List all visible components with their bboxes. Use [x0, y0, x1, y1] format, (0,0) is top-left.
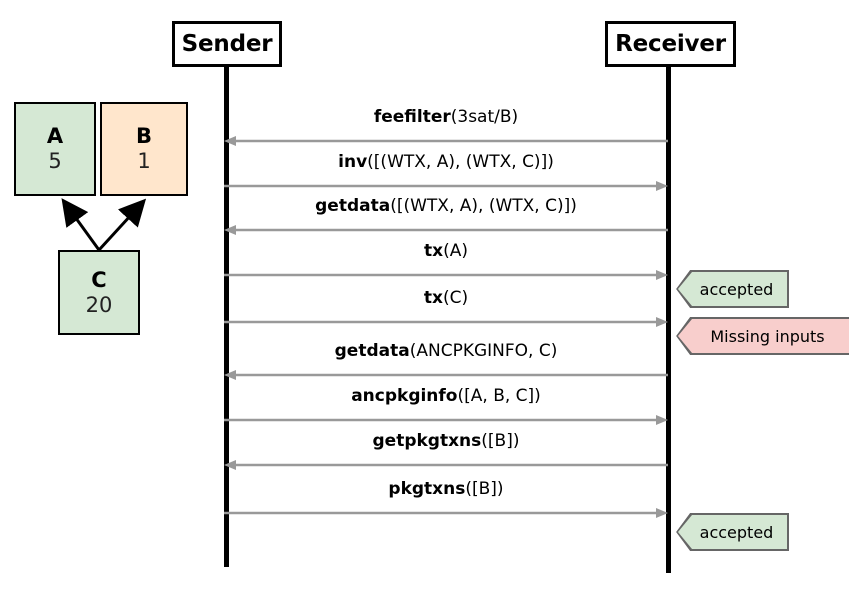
message-tx: tx(C)	[224, 290, 668, 335]
message-arrow-left	[224, 459, 668, 471]
message-arrow-left	[224, 369, 668, 381]
status-badge-label: accepted	[699, 279, 774, 299]
message-arguments: (3sat/B)	[450, 107, 519, 127]
status-badge: accepted	[676, 270, 789, 308]
message-command: getpkgtxns	[372, 431, 482, 451]
transaction-label-c: C	[91, 267, 107, 292]
message-label-ancpkginfo: ancpkginfo([A, B, C])	[224, 388, 668, 405]
message-label-feefilter: feefilter(3sat/B)	[224, 109, 668, 126]
message-arguments: (ANCPKGINFO, C)	[409, 341, 558, 361]
message-arguments: (C)	[442, 288, 469, 308]
message-arrow-left	[224, 135, 668, 147]
message-command: inv	[338, 152, 368, 172]
message-label-inv: inv([(WTX, A), (WTX, C)])	[224, 154, 668, 171]
status-badge: accepted	[676, 513, 789, 551]
message-command: tx	[423, 288, 443, 308]
status-badge: Missing inputs	[676, 317, 849, 355]
message-label-pkgtxns: pkgtxns([B])	[224, 481, 668, 498]
transaction-value-b: 1	[137, 149, 151, 173]
message-arrow-right	[224, 414, 668, 426]
transaction-box-c: C 20	[58, 250, 140, 335]
message-arrow-right	[224, 507, 668, 519]
message-command: tx	[424, 241, 444, 261]
message-getpkgtxns: getpkgtxns([B])	[224, 433, 668, 478]
message-label-tx: tx(A)	[224, 243, 668, 260]
participant-sender-label: Sender	[181, 31, 273, 57]
status-badge-fill	[678, 515, 787, 549]
transaction-value-c: 20	[85, 292, 113, 317]
message-arrow-right	[224, 180, 668, 192]
message-pkgtxns: pkgtxns([B])	[224, 481, 668, 526]
status-badge-fill	[678, 319, 849, 353]
participant-sender: Sender	[172, 21, 282, 67]
message-arguments: ([B])	[465, 479, 504, 499]
message-arguments: ([(WTX, A), (WTX, C)])	[367, 152, 554, 172]
message-arrow-right	[224, 269, 668, 281]
message-arrow-left	[224, 224, 668, 236]
message-ancpkginfo: ancpkginfo([A, B, C])	[224, 388, 668, 433]
transaction-label-a: A	[46, 124, 64, 149]
message-tx: tx(A)	[224, 243, 668, 288]
message-command: pkgtxns	[388, 479, 466, 499]
message-label-getdata: getdata([(WTX, A), (WTX, C)])	[224, 198, 668, 215]
message-arguments: ([(WTX, A), (WTX, C)])	[390, 196, 577, 216]
message-label-getpkgtxns: getpkgtxns([B])	[224, 433, 668, 450]
status-badge-label: Missing inputs	[710, 326, 825, 346]
transaction-box-a: A 5	[14, 102, 96, 196]
participant-receiver: Receiver	[605, 21, 736, 67]
transaction-value-a: 5	[48, 149, 62, 173]
lifeline-receiver	[666, 67, 671, 573]
transaction-label-b: B	[135, 124, 152, 149]
transaction-box-b: B 1	[100, 102, 188, 196]
message-arguments: (A)	[443, 241, 468, 261]
message-command: getdata	[334, 341, 410, 361]
message-command: getdata	[315, 196, 391, 216]
status-badge-label: accepted	[699, 522, 774, 542]
message-label-getdata: getdata(ANCPKGINFO, C)	[224, 343, 668, 360]
participant-receiver-label: Receiver	[615, 31, 726, 57]
dependency-arrow-c-to-a	[61, 198, 101, 251]
status-badge-fill	[678, 272, 787, 306]
message-command: feefilter	[373, 107, 451, 127]
message-getdata: getdata([(WTX, A), (WTX, C)])	[224, 198, 668, 243]
message-getdata: getdata(ANCPKGINFO, C)	[224, 343, 668, 388]
lifeline-sender	[224, 67, 229, 567]
message-feefilter: feefilter(3sat/B)	[224, 109, 668, 154]
dependency-arrow-c-to-b	[97, 198, 147, 252]
message-label-tx: tx(C)	[224, 290, 668, 307]
message-inv: inv([(WTX, A), (WTX, C)])	[224, 154, 668, 199]
message-arguments: ([A, B, C])	[457, 386, 541, 406]
message-command: ancpkginfo	[351, 386, 458, 406]
message-arguments: ([B])	[481, 431, 520, 451]
message-arrow-right	[224, 316, 668, 328]
